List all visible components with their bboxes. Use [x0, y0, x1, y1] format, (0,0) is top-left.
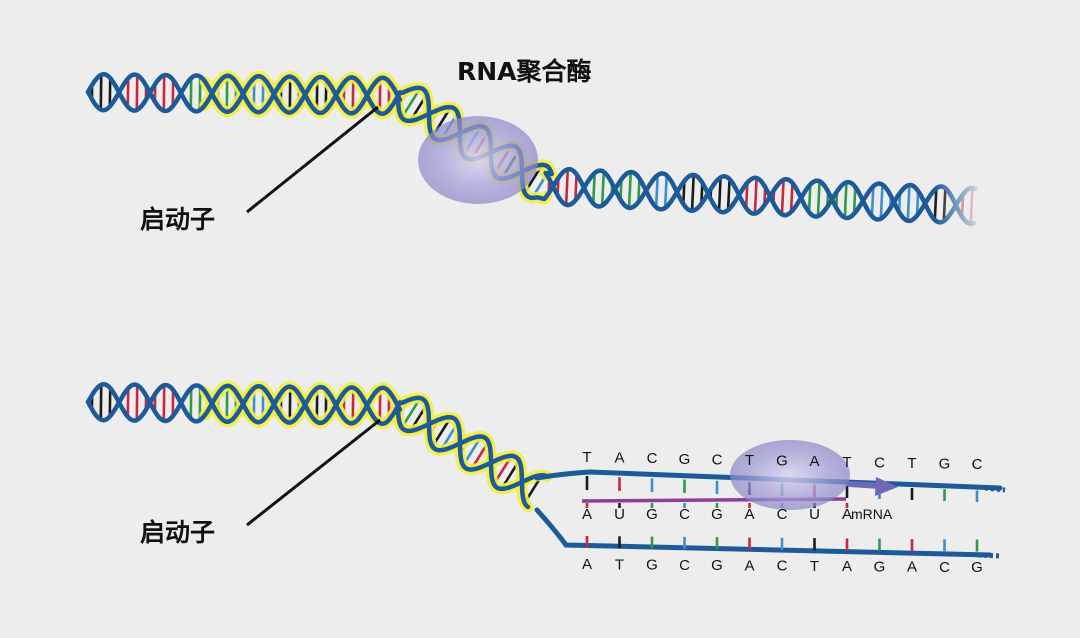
base-pair-rung [682, 181, 686, 204]
bottom-dna-helix [85, 380, 553, 513]
nucleotide-letter: T [842, 454, 851, 471]
base-pair-rung [753, 179, 758, 213]
dna-backbone [85, 381, 550, 492]
nucleotide-letter: C [777, 558, 788, 575]
nucleotide-letter: T [582, 449, 591, 466]
nucleotide-letter: T [907, 455, 916, 472]
base-pair-rung [627, 173, 632, 207]
base-pair-rung [401, 398, 421, 428]
base-pair-rung [717, 178, 722, 210]
rna-polymerase-bottom [730, 440, 850, 510]
nucleotide-letter: G [874, 558, 886, 575]
base-pair-rung [432, 417, 452, 447]
nucleotide-letter: A [842, 506, 852, 523]
nucleotide-letter: C [679, 557, 690, 574]
nucleotide-letter: C [712, 451, 723, 468]
base-pair-rung [564, 170, 569, 204]
direction-arrow-icon [875, 477, 898, 496]
base-pair-rung [600, 173, 605, 205]
nucleotide-letter: G [646, 557, 658, 574]
nucleotide-letter: C [972, 456, 983, 473]
top-helix-fade [935, 170, 985, 240]
base-pair-rung [852, 187, 857, 213]
coding-strand-continuation [977, 552, 1003, 559]
base-pair-rung [807, 185, 812, 212]
nucleotide-letter: C [939, 559, 950, 576]
base-pair-rung [401, 88, 421, 118]
nucleotide-letter: C [874, 454, 885, 471]
nucleotide-letter: U [809, 506, 820, 523]
direction-arrow-shaft [847, 481, 883, 489]
base-pair-rung [663, 176, 668, 207]
nucleotide-letter: G [711, 557, 723, 574]
template-strand-backbone [534, 469, 1003, 491]
coding-strand-backbone [534, 507, 993, 558]
nucleotide-letter: T [810, 558, 819, 575]
base-pair-rung [870, 187, 875, 216]
promoter-label-top: 启动子 [140, 205, 216, 234]
nucleotide-letter: C [647, 450, 658, 467]
base-pair-rung [654, 176, 659, 207]
coding-strand-bases [585, 536, 979, 552]
nucleotide-letter: A [809, 453, 819, 470]
nucleotide-letter: G [776, 453, 788, 470]
base-pair-rung [690, 176, 695, 210]
nucleotide-letter: G [679, 451, 691, 468]
nucleotide-letter: G [711, 506, 723, 523]
base-pair-rung [843, 183, 848, 217]
base-pair-rung [726, 180, 731, 209]
promoter-pointer-bottom [246, 418, 381, 527]
nucleotide-letter: G [646, 506, 658, 523]
nucleotide-letter: A [614, 450, 624, 467]
nucleotide-letter: A [582, 556, 592, 573]
nucleotide-letter: G [971, 559, 983, 576]
base-pair-rung [915, 192, 920, 215]
nucleotide-letter: T [745, 452, 754, 469]
base-pair-rung [816, 182, 821, 215]
base-pair-rung [637, 179, 641, 202]
nucleotide-letter: C [777, 506, 788, 523]
nucleotide-letter: C [679, 506, 690, 523]
mrna-label: mRNA [851, 506, 893, 522]
base-pair-rung [906, 186, 911, 220]
base-pair-rung [789, 184, 794, 211]
nucleotide-letter: U [614, 506, 625, 523]
promoter-label-bottom: 启动子 [140, 518, 216, 547]
rna-polymerase-label: RNA聚合酶 [457, 57, 592, 86]
nucleotide-letter: A [744, 506, 754, 523]
base-pair-rung [744, 183, 749, 208]
nucleotide-letter: A [907, 559, 917, 576]
base-pair-rung [592, 174, 596, 203]
nucleotide-letter: A [582, 506, 592, 523]
base-pair-rung [879, 185, 884, 218]
dna-backbone [85, 382, 531, 510]
promoter-pointer-top [246, 105, 379, 214]
nucleotide-letter: A [744, 557, 754, 574]
nucleotide-letter: G [939, 456, 951, 473]
rna-polymerase-top [418, 116, 538, 204]
nucleotide-letter: T [615, 556, 624, 573]
base-pair-rung [780, 181, 785, 214]
base-pair-rung [574, 175, 578, 200]
nucleotide-letter: A [842, 558, 852, 575]
